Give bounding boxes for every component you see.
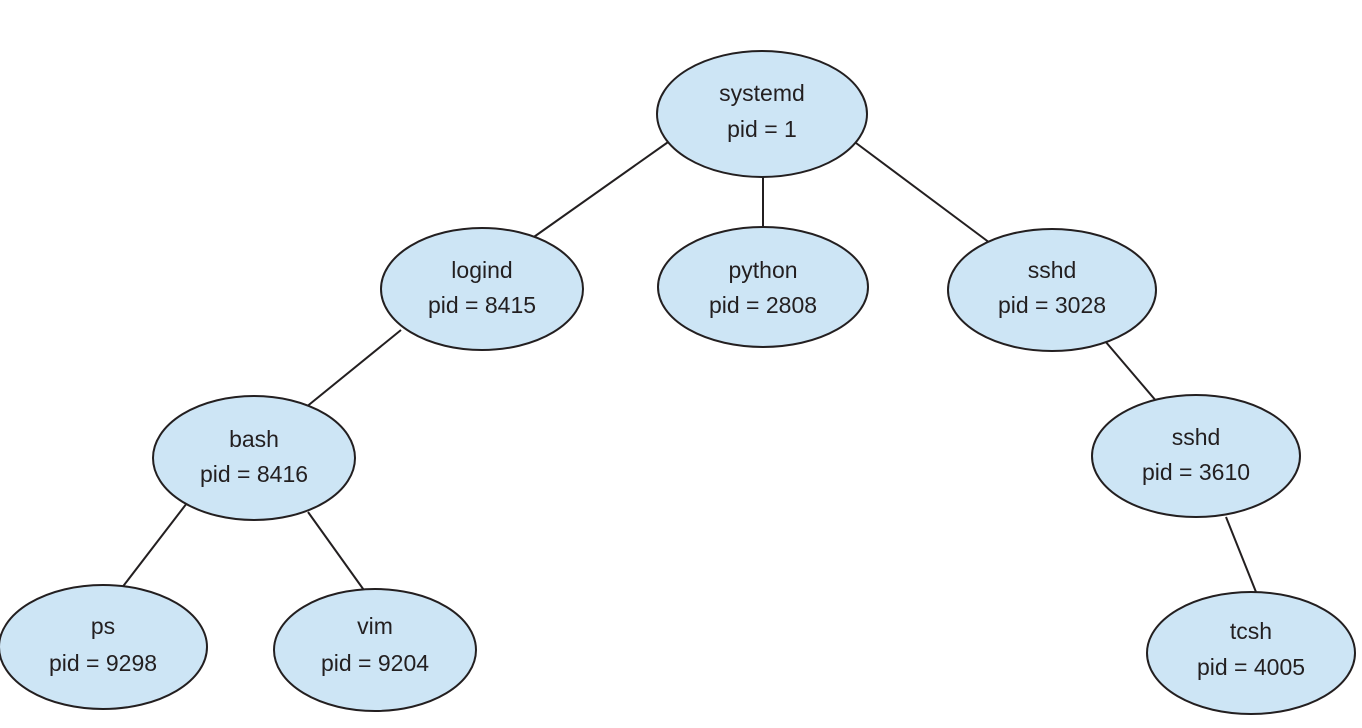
process-pid: pid = 2808 — [709, 292, 817, 318]
edge-logind-bash — [304, 329, 402, 409]
process-pid: pid = 3028 — [998, 292, 1106, 318]
process-pid: pid = 8416 — [200, 461, 308, 487]
tree-edges — [120, 139, 1259, 598]
process-pid: pid = 8415 — [428, 292, 536, 318]
node-vim: vim pid = 9204 — [273, 588, 477, 712]
node-systemd: systemd pid = 1 — [656, 50, 868, 178]
node-ellipse — [0, 584, 208, 710]
process-name: vim — [357, 613, 393, 639]
process-pid: pid = 3610 — [1142, 459, 1250, 485]
node-sshd-3610: sshd pid = 3610 — [1091, 394, 1301, 518]
node-ellipse — [656, 50, 868, 178]
process-pid: pid = 4005 — [1197, 654, 1305, 680]
node-ellipse — [380, 227, 584, 351]
node-ellipse — [152, 395, 356, 521]
node-ellipse — [1146, 591, 1356, 715]
process-name: sshd — [1028, 257, 1077, 283]
process-pid: pid = 9204 — [321, 650, 429, 676]
process-name: tcsh — [1230, 618, 1272, 644]
node-ps: ps pid = 9298 — [0, 584, 208, 710]
process-name: logind — [451, 257, 512, 283]
process-pid: pid = 9298 — [49, 650, 157, 676]
process-name: systemd — [719, 80, 805, 106]
edge-bash-ps — [120, 502, 188, 590]
node-sshd-3028: sshd pid = 3028 — [947, 228, 1157, 352]
node-tcsh: tcsh pid = 4005 — [1146, 591, 1356, 715]
node-ellipse — [1091, 394, 1301, 518]
node-ellipse — [273, 588, 477, 712]
edge-systemd-logind — [530, 139, 672, 240]
node-bash: bash pid = 8416 — [152, 395, 356, 521]
process-name: ps — [91, 613, 115, 639]
node-logind: logind pid = 8415 — [380, 227, 584, 351]
process-name: bash — [229, 426, 279, 452]
node-ellipse — [657, 226, 869, 348]
node-ellipse — [947, 228, 1157, 352]
process-name: sshd — [1172, 424, 1221, 450]
edge-systemd-sshd — [851, 139, 991, 244]
edge-sshd-tcsh — [1225, 516, 1259, 598]
process-name: python — [728, 257, 797, 283]
edge-bash-vim — [307, 511, 367, 594]
edge-sshd-sshd — [1104, 340, 1158, 403]
process-pid: pid = 1 — [727, 116, 797, 142]
node-python: python pid = 2808 — [657, 226, 869, 348]
